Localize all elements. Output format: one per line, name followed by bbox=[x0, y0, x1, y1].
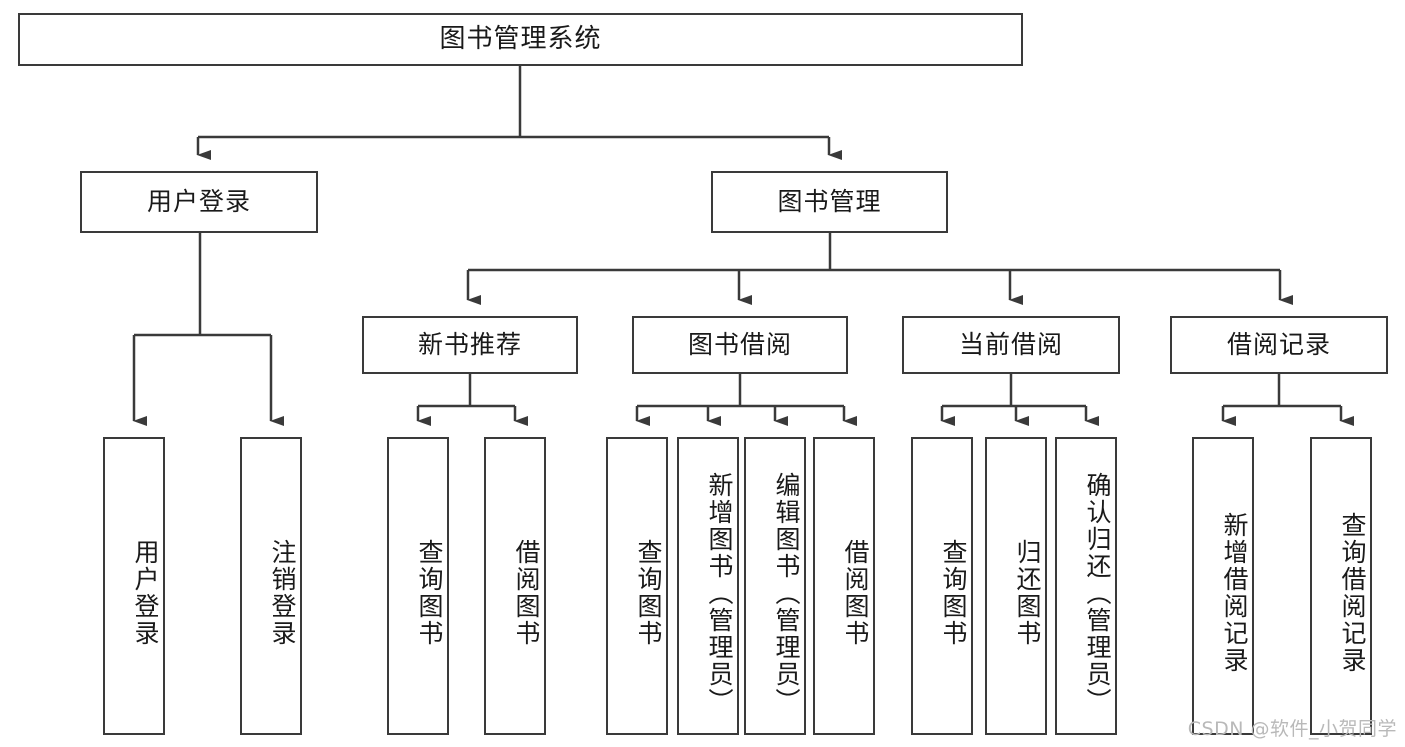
node-leaf-query-borrow-record[interactable]: 查询借阅记录 bbox=[1310, 437, 1372, 735]
node-leaf-edit-book-label: 编辑图书（管理员） bbox=[772, 471, 801, 715]
node-leaf-add-book-label: 新增图书（管理员） bbox=[705, 471, 734, 715]
node-root-label: 图书管理系统 bbox=[439, 24, 602, 55]
node-book-borrow-label: 图书借阅 bbox=[687, 330, 792, 360]
node-leaf-user-login-label: 用户登录 bbox=[131, 539, 160, 647]
node-leaf-add-borrow-record[interactable]: 新增借阅记录 bbox=[1192, 437, 1254, 735]
node-leaf-query-book-3-label: 查询图书 bbox=[939, 539, 968, 647]
node-leaf-edit-book[interactable]: 编辑图书（管理员） bbox=[744, 437, 806, 735]
node-leaf-user-login[interactable]: 用户登录 bbox=[103, 437, 165, 735]
node-leaf-confirm-return[interactable]: 确认归还（管理员） bbox=[1055, 437, 1117, 735]
node-current-borrow[interactable]: 当前借阅 bbox=[902, 316, 1120, 374]
node-leaf-borrow-book-1[interactable]: 借阅图书 bbox=[484, 437, 546, 735]
node-new-book-recommend[interactable]: 新书推荐 bbox=[362, 316, 578, 374]
node-book-borrow[interactable]: 图书借阅 bbox=[632, 316, 848, 374]
node-leaf-query-book-3[interactable]: 查询图书 bbox=[911, 437, 973, 735]
node-leaf-return-book-label: 归还图书 bbox=[1013, 539, 1042, 647]
node-borrow-record[interactable]: 借阅记录 bbox=[1170, 316, 1388, 374]
node-leaf-query-book-1-label: 查询图书 bbox=[415, 539, 444, 647]
node-current-borrow-label: 当前借阅 bbox=[958, 330, 1063, 360]
node-leaf-query-borrow-record-label: 查询借阅记录 bbox=[1338, 512, 1367, 674]
node-user-login[interactable]: 用户登录 bbox=[80, 171, 318, 233]
node-book-manage[interactable]: 图书管理 bbox=[711, 171, 948, 233]
node-leaf-query-book-2[interactable]: 查询图书 bbox=[606, 437, 668, 735]
node-leaf-logout-login[interactable]: 注销登录 bbox=[240, 437, 302, 735]
node-borrow-record-label: 借阅记录 bbox=[1226, 330, 1331, 360]
node-leaf-borrow-book-2-label: 借阅图书 bbox=[841, 539, 870, 647]
node-leaf-query-book-1[interactable]: 查询图书 bbox=[387, 437, 449, 735]
node-leaf-logout-login-label: 注销登录 bbox=[268, 539, 297, 647]
node-leaf-confirm-return-label: 确认归还（管理员） bbox=[1083, 471, 1112, 715]
node-leaf-return-book[interactable]: 归还图书 bbox=[985, 437, 1047, 735]
node-leaf-borrow-book-2[interactable]: 借阅图书 bbox=[813, 437, 875, 735]
node-leaf-query-book-2-label: 查询图书 bbox=[634, 539, 663, 647]
node-leaf-add-book[interactable]: 新增图书（管理员） bbox=[677, 437, 739, 735]
node-user-login-label: 用户登录 bbox=[146, 187, 251, 217]
node-leaf-add-borrow-record-label: 新增借阅记录 bbox=[1220, 512, 1249, 674]
node-root[interactable]: 图书管理系统 bbox=[18, 13, 1023, 66]
node-new-book-recommend-label: 新书推荐 bbox=[417, 330, 522, 360]
node-book-manage-label: 图书管理 bbox=[777, 187, 882, 217]
node-leaf-borrow-book-1-label: 借阅图书 bbox=[512, 539, 541, 647]
